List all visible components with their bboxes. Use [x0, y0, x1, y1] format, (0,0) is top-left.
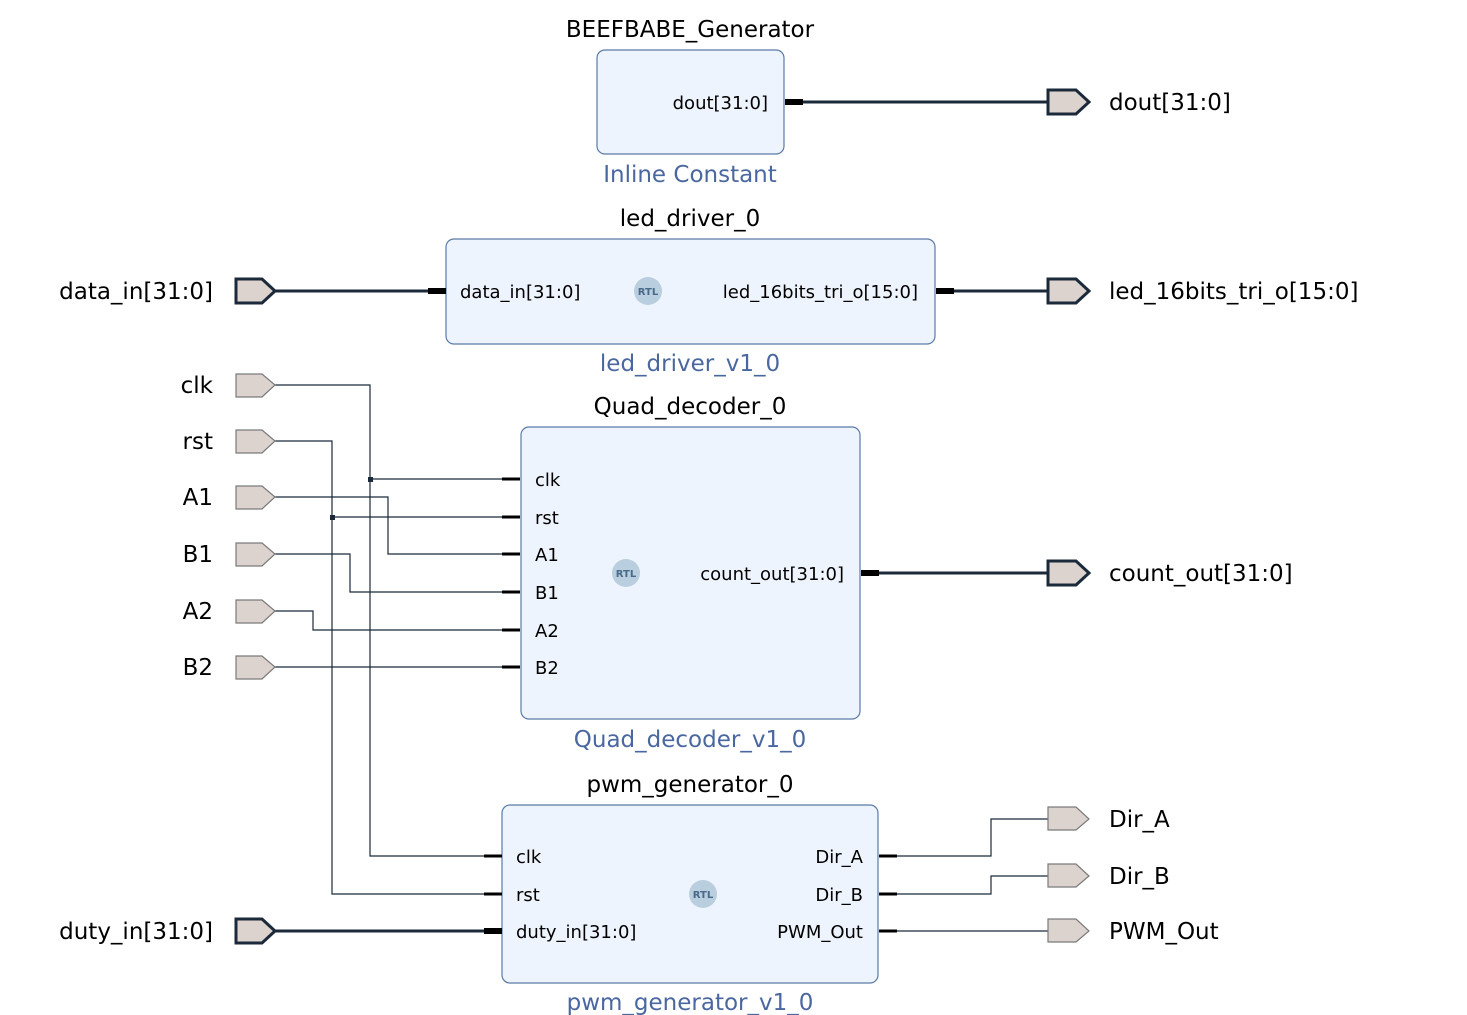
- input-port-duty-in[interactable]: duty_in[31:0]: [59, 917, 278, 945]
- net-dir-a[interactable]: [897, 818, 1048, 857]
- pin-label-b2: B2: [535, 658, 559, 679]
- input-port-rst[interactable]: rst: [183, 429, 276, 455]
- input-port-b2[interactable]: B2: [183, 655, 276, 681]
- output-port-dout[interactable]: dout[31:0]: [1046, 88, 1231, 116]
- cell-instance-name: Quad_decoder_0: [594, 394, 787, 420]
- pin-label-dout: dout[31:0]: [673, 93, 768, 114]
- pin-label-a1: A1: [535, 545, 559, 566]
- input-port-data-in[interactable]: data_in[31:0]: [59, 277, 278, 305]
- pin-label-rst: rst: [535, 508, 559, 529]
- cell-instance-name: pwm_generator_0: [586, 772, 793, 798]
- port-label: Dir_A: [1109, 807, 1170, 833]
- cell-body[interactable]: [520, 426, 861, 720]
- input-port-a1[interactable]: A1: [183, 485, 276, 511]
- cell-beefbabe-generator[interactable]: BEEFBABE_Generator dout[31:0] Inline Con…: [566, 17, 815, 188]
- port-label: B2: [183, 655, 213, 681]
- net-clk[interactable]: [275, 384, 484, 857]
- rtl-badge: RTL: [634, 277, 662, 305]
- port-label: A2: [183, 599, 213, 625]
- net-dir-b[interactable]: [897, 875, 1048, 895]
- output-port-led[interactable]: led_16bits_tri_o[15:0]: [1046, 277, 1358, 305]
- svg-text:RTL: RTL: [616, 569, 637, 580]
- pin-label-dir-b: Dir_B: [815, 885, 863, 906]
- pin-label-rst: rst: [516, 885, 540, 906]
- cell-body[interactable]: [596, 49, 785, 155]
- junction-clk: [368, 477, 373, 482]
- rtl-badge: RTL: [689, 880, 717, 908]
- rtl-badge: RTL: [612, 559, 640, 587]
- output-port-pwm-out[interactable]: PWM_Out: [1047, 918, 1219, 945]
- cell-instance-name: led_driver_0: [620, 206, 760, 232]
- cell-pwm-generator[interactable]: pwm_generator_0 clk rst duty_in[31:0] RT…: [484, 772, 897, 1015]
- cell-quad-decoder[interactable]: Quad_decoder_0 clk rst A1 B1 A2 B2 RTL c…: [502, 394, 879, 753]
- pin-label-clk: clk: [535, 470, 561, 491]
- pin-label-count-out: count_out[31:0]: [700, 564, 844, 585]
- pin-label-duty-in: duty_in[31:0]: [516, 922, 636, 943]
- input-port-b1[interactable]: B1: [183, 542, 276, 568]
- port-label: Dir_B: [1109, 864, 1170, 890]
- net-b1[interactable]: [275, 553, 502, 593]
- output-port-dir-b[interactable]: Dir_B: [1047, 863, 1170, 890]
- port-label: count_out[31:0]: [1109, 561, 1293, 587]
- port-label: duty_in[31:0]: [59, 919, 213, 945]
- output-port-dir-a[interactable]: Dir_A: [1047, 806, 1170, 833]
- svg-text:RTL: RTL: [693, 890, 714, 901]
- input-port-clk[interactable]: clk: [181, 373, 276, 399]
- net-a2[interactable]: [275, 610, 502, 631]
- cell-type-name: Inline Constant: [603, 162, 777, 188]
- port-label: dout[31:0]: [1109, 90, 1231, 116]
- cell-type-name: pwm_generator_v1_0: [567, 990, 814, 1015]
- cell-type-name: led_driver_v1_0: [600, 351, 780, 377]
- port-label: led_16bits_tri_o[15:0]: [1109, 279, 1358, 305]
- junction-rst: [330, 515, 335, 520]
- pin-label-clk: clk: [516, 847, 542, 868]
- port-label: rst: [183, 429, 213, 455]
- port-label: A1: [183, 485, 213, 511]
- cell-type-name: Quad_decoder_v1_0: [574, 727, 806, 753]
- cell-led-driver[interactable]: led_driver_0 data_in[31:0] RTL led_16bit…: [428, 206, 954, 377]
- pin-label-a2: A2: [535, 621, 559, 642]
- net-a1[interactable]: [275, 496, 502, 555]
- cell-instance-name: BEEFBABE_Generator: [566, 17, 815, 43]
- port-label: clk: [181, 373, 214, 399]
- port-label: B1: [183, 542, 213, 568]
- input-port-a2[interactable]: A2: [183, 599, 276, 625]
- port-label: PWM_Out: [1109, 919, 1219, 945]
- pin-label-data-in: data_in[31:0]: [460, 282, 580, 303]
- pin-label-led: led_16bits_tri_o[15:0]: [723, 282, 918, 303]
- svg-text:RTL: RTL: [638, 287, 659, 298]
- port-label: data_in[31:0]: [59, 279, 213, 305]
- pin-label-pwm-out: PWM_Out: [777, 922, 863, 943]
- pin-label-b1: B1: [535, 583, 559, 604]
- pin-label-dir-a: Dir_A: [815, 847, 863, 868]
- output-port-count-out[interactable]: count_out[31:0]: [1046, 559, 1293, 587]
